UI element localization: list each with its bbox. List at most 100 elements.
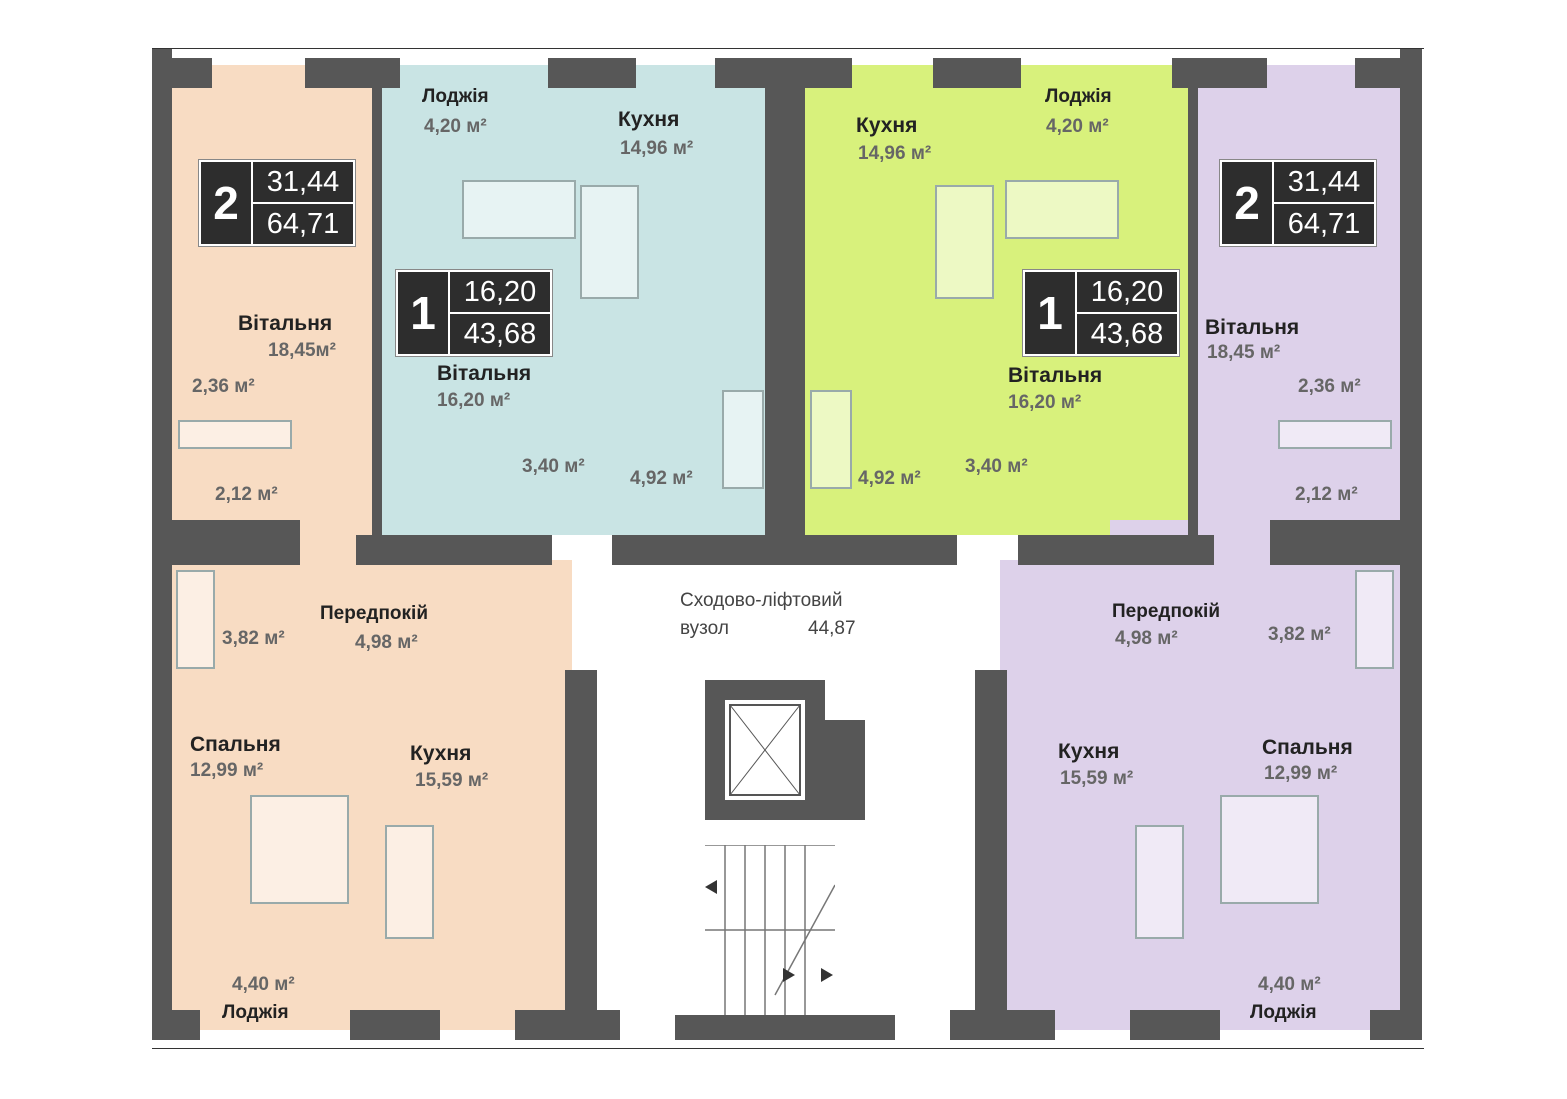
- wall: [1188, 85, 1198, 535]
- stairwell-label: Сходово-ліфтовий: [680, 590, 843, 611]
- stairwell-label-2: вузол: [680, 618, 729, 639]
- shower-icon: [178, 420, 292, 449]
- right-2room-living[interactable]: [1195, 65, 1400, 520]
- elevator-shaft: [705, 680, 825, 820]
- room-name: Кухня: [618, 108, 680, 131]
- room-area: 18,45м²: [268, 340, 336, 361]
- room-area: 3,40 м²: [965, 456, 1028, 477]
- dining-table-icon: [1135, 825, 1184, 939]
- dining-table-icon: [580, 185, 639, 299]
- living-area: 31,44: [1274, 162, 1374, 204]
- room-area: 4,98 м²: [1115, 628, 1178, 649]
- room-area: 4,92 м²: [858, 468, 921, 489]
- living-area: 31,44: [253, 162, 353, 204]
- room-area: 14,96 м²: [620, 138, 694, 159]
- rooms-count: 2: [213, 177, 239, 229]
- wall: [950, 1010, 1055, 1040]
- wall: [1355, 58, 1422, 88]
- wall: [1270, 520, 1422, 565]
- left-2room-lower[interactable]: [172, 560, 572, 1030]
- wall: [356, 535, 552, 565]
- wall: [152, 520, 300, 565]
- wall: [1172, 58, 1267, 88]
- bed-icon: [1220, 795, 1319, 904]
- room-name: Вітальня: [1205, 316, 1300, 339]
- stairwell-area: 44,87: [808, 618, 856, 639]
- staircase-icon: [705, 845, 835, 1015]
- wall: [1018, 535, 1214, 565]
- room-area: 16,20 м²: [1008, 392, 1082, 413]
- room-area: 4,20 м²: [424, 116, 487, 137]
- rooms-count: 2: [1234, 177, 1260, 229]
- living-area: 16,20: [1077, 272, 1177, 314]
- room-area: 4,98 м²: [355, 632, 418, 653]
- room-name: Лоджія: [422, 86, 489, 107]
- outline: [152, 1048, 1424, 1049]
- left-2room-living[interactable]: [172, 65, 372, 520]
- room-area: 2,36 м²: [192, 376, 255, 397]
- room-name: Передпокій: [1112, 601, 1221, 622]
- total-area: 43,68: [463, 317, 537, 350]
- room-name: Лоджія: [222, 1002, 289, 1023]
- room-name: Вітальня: [1008, 364, 1103, 387]
- wall: [305, 58, 400, 88]
- room-area: 2,12 м²: [1295, 484, 1358, 505]
- sofa-icon: [462, 180, 576, 239]
- room-area: 18,45 м²: [1207, 342, 1281, 363]
- room-area: 12,99 м²: [190, 760, 264, 781]
- elevator-icon: [729, 704, 801, 796]
- bathtub-icon: [176, 570, 215, 669]
- room-name: Спальня: [190, 733, 281, 756]
- wall: [765, 60, 805, 565]
- wall: [152, 58, 212, 88]
- room-area: 14,96 м²: [858, 143, 932, 164]
- right-2room-lower[interactable]: [1000, 560, 1400, 1030]
- room-area: 3,82 м²: [222, 628, 285, 649]
- room-area: 2,12 м²: [215, 484, 278, 505]
- rooms-count: 1: [1037, 287, 1063, 339]
- wall: [372, 85, 382, 535]
- wall: [1130, 1010, 1220, 1040]
- room-area: 15,59 м²: [415, 770, 489, 791]
- shower-icon: [1278, 420, 1392, 449]
- room-name: Лоджія: [1045, 86, 1112, 107]
- room-name: Передпокій: [320, 603, 429, 624]
- room-area: 3,82 м²: [1268, 624, 1331, 645]
- room-name: Кухня: [410, 742, 472, 765]
- wall: [152, 1010, 200, 1040]
- dining-table-icon: [385, 825, 434, 939]
- bathtub-icon: [1355, 570, 1394, 669]
- room-area: 4,40 м²: [1258, 974, 1321, 995]
- wall: [675, 1015, 895, 1040]
- room-name: Лоджія: [1250, 1002, 1317, 1023]
- wall: [565, 670, 597, 1010]
- room-name: Спальня: [1262, 736, 1353, 759]
- wall: [975, 670, 1007, 1010]
- total-area: 64,71: [266, 207, 340, 240]
- room-area: 12,99 м²: [1264, 763, 1338, 784]
- room-name: Вітальня: [238, 312, 333, 335]
- room-area: 15,59 м²: [1060, 768, 1134, 789]
- wall: [825, 720, 865, 820]
- wall: [515, 1010, 620, 1040]
- room-name: Вітальня: [437, 362, 532, 385]
- wall: [933, 58, 1021, 88]
- living-area: 16,20: [450, 272, 550, 314]
- sofa-icon: [1005, 180, 1119, 239]
- room-area: 4,40 м²: [232, 974, 295, 995]
- wall: [1370, 1010, 1422, 1040]
- dining-table-icon: [935, 185, 994, 299]
- rooms-count: 1: [410, 287, 436, 339]
- total-area: 43,68: [1090, 317, 1164, 350]
- room-name: Кухня: [856, 114, 918, 137]
- total-area: 64,71: [1287, 207, 1361, 240]
- bed-icon: [250, 795, 349, 904]
- room-area: 16,20 м²: [437, 390, 511, 411]
- room-area: 2,36 м²: [1298, 376, 1361, 397]
- bathtub-icon: [722, 390, 764, 489]
- wall: [612, 535, 957, 565]
- bathtub-icon: [810, 390, 852, 489]
